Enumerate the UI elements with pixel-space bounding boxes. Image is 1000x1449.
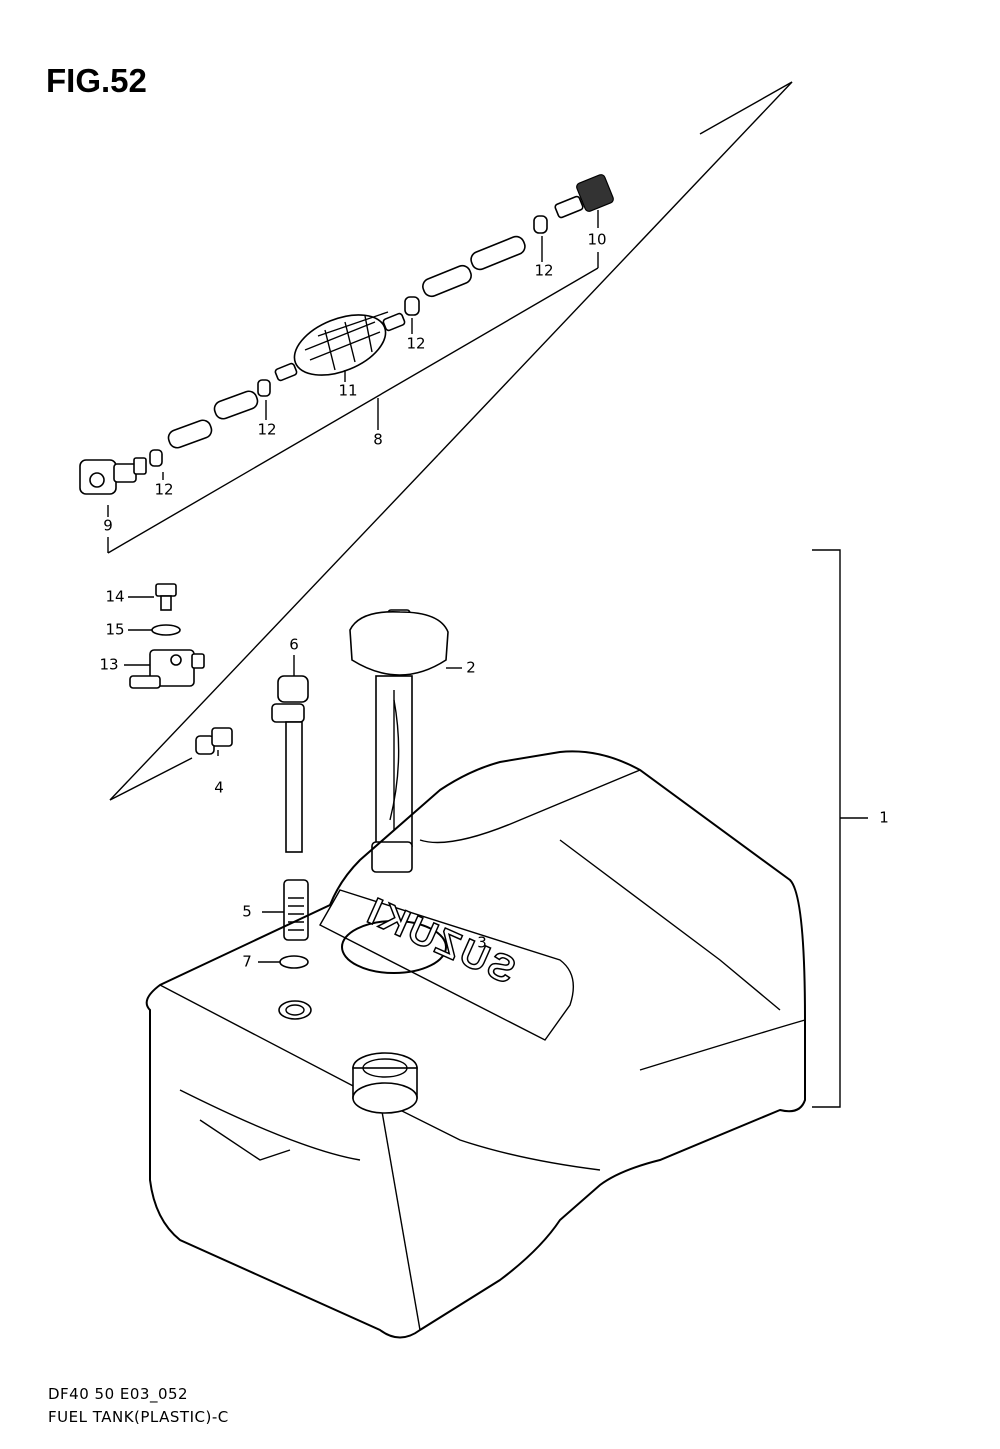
hose-segment [213, 390, 259, 420]
washer-15 [151, 624, 181, 636]
suction-parts [258, 655, 309, 969]
callout-10[interactable]: 10 [587, 230, 607, 249]
fuel-hose-assembly [79, 174, 614, 517]
model-code: DF40 50 E03_052 [48, 1385, 189, 1403]
callout-12-c[interactable]: 12 [406, 334, 426, 353]
callout-11[interactable]: 11 [338, 381, 358, 400]
callout-4[interactable]: 4 [214, 778, 224, 797]
callout-13[interactable]: 13 [99, 655, 119, 674]
hose-clip [149, 449, 163, 467]
gasket-3 [341, 920, 447, 974]
figure-title: FIG.52 [46, 62, 147, 99]
hose-segment [470, 235, 526, 271]
fitting-4 [195, 727, 233, 755]
bolt-14 [155, 583, 177, 611]
elbow-6 [271, 675, 309, 853]
diagram-caption: FUEL TANK(PLASTIC)-C [48, 1408, 229, 1426]
callout-12-d[interactable]: 12 [534, 261, 554, 280]
hose-clip [404, 296, 420, 316]
fitting-13 [129, 649, 205, 689]
callout-2[interactable]: 2 [466, 658, 476, 677]
callout-5[interactable]: 5 [242, 902, 252, 921]
tank-connector-9 [79, 457, 147, 495]
o-ring-7 [279, 955, 309, 969]
fuel-gauge-2 [349, 609, 462, 873]
hose-assembly-bracket [107, 81, 793, 801]
engine-connector-10 [554, 174, 614, 219]
hose-clip [533, 215, 548, 234]
callout-6[interactable]: 6 [289, 635, 299, 654]
hose-segment [167, 419, 213, 449]
primer-bulb-11 [274, 311, 406, 382]
callout-8[interactable]: 8 [373, 430, 383, 449]
hose-segment [422, 264, 472, 298]
callout-14[interactable]: 14 [105, 587, 125, 606]
callout-9[interactable]: 9 [103, 516, 113, 535]
hose-clip [257, 379, 271, 397]
filter-5 [283, 879, 309, 941]
callout-12-b[interactable]: 12 [257, 420, 277, 439]
fuel-tank-bracket [812, 549, 868, 1108]
callout-7[interactable]: 7 [242, 952, 252, 971]
tank-fittings [124, 583, 233, 756]
fuel-tank-body-1 [145, 750, 806, 1339]
callout-15[interactable]: 15 [105, 620, 125, 639]
callout-1[interactable]: 1 [879, 808, 889, 827]
callout-12-a[interactable]: 12 [154, 480, 174, 499]
callout-3[interactable]: 3 [477, 933, 487, 952]
